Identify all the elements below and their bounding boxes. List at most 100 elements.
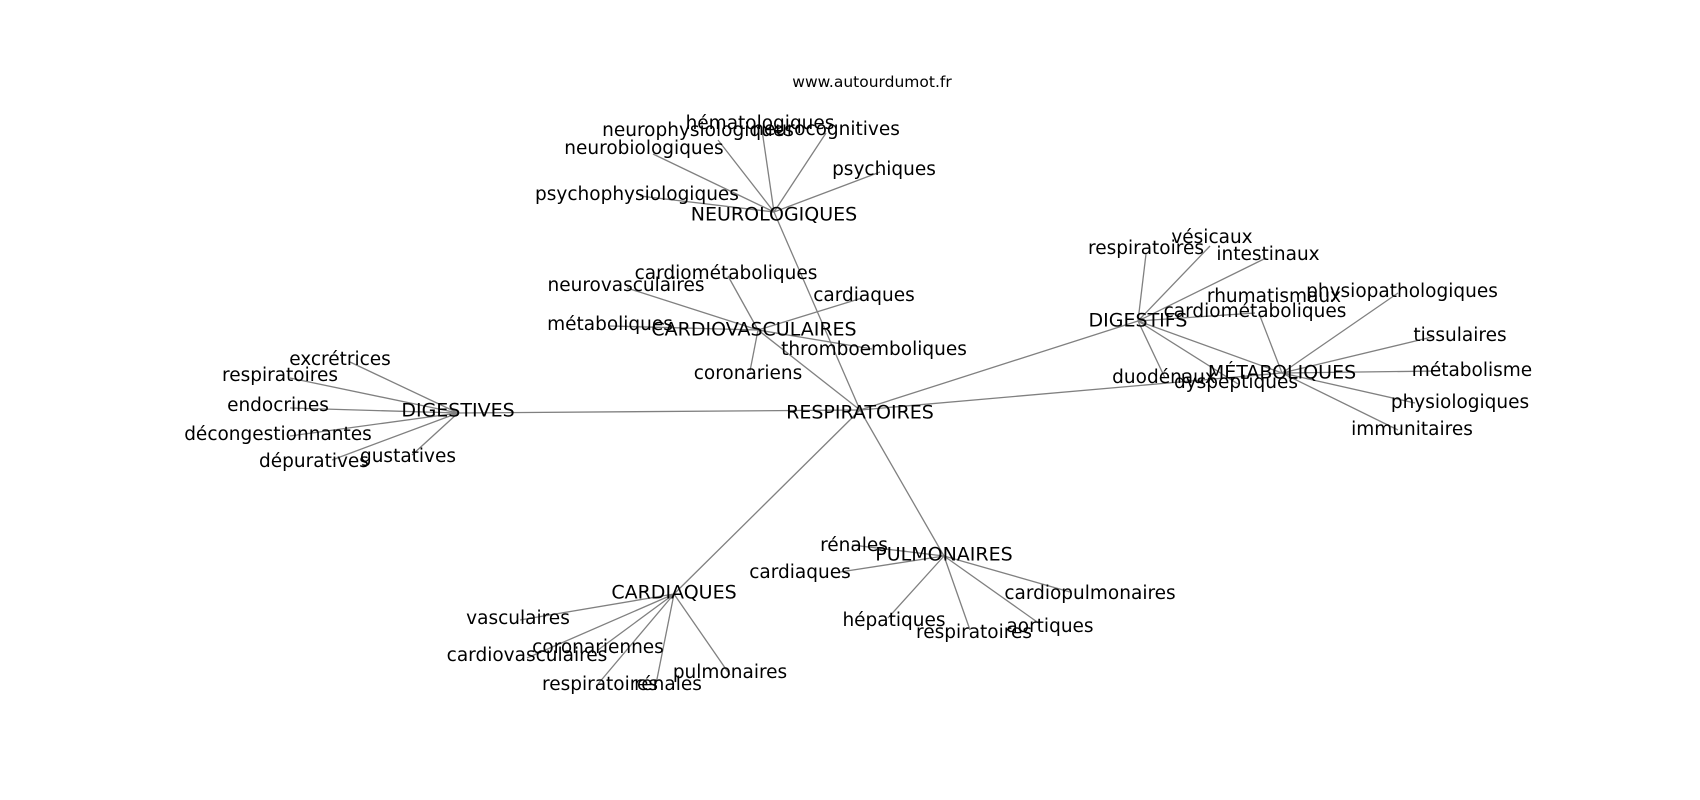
node-m-physiopathologiques: physiopathologiques <box>1306 281 1498 302</box>
edge-m-tissulaires <box>1281 336 1433 374</box>
node-cv-cardiometaboliques: cardiométaboliques <box>635 263 818 284</box>
edge-m-immunitaires <box>1281 372 1399 431</box>
node-cardiovasculaires: CARDIOVASCULAIRES <box>651 319 856 341</box>
node-c-cardiovasculaires: cardiovasculaires <box>447 645 608 666</box>
edge-cv-cardiaques <box>757 297 863 331</box>
edge-neuro-neurobiologiques <box>652 153 775 213</box>
edge-neuro-psychiques <box>773 171 881 213</box>
node-m-metabolisme: métabolisme <box>1412 360 1532 381</box>
node-m-rhumatismaux: rhumatismaux <box>1207 286 1341 307</box>
edge-m-physiopathologiques <box>1281 292 1399 374</box>
node-dv-respiratoires: respiratoires <box>222 365 338 386</box>
node-psychophysiologiques: psychophysiologiques <box>535 184 739 205</box>
node-psychiques: psychiques <box>832 159 936 180</box>
edge-digestifs-metaboliques <box>1137 320 1283 374</box>
edge-m-rhumatismaux <box>1259 315 1283 374</box>
node-hematologiques: hématologiques <box>686 113 835 134</box>
node-p-cardiaques: cardiaques <box>749 562 851 583</box>
edge-respiratoires-digestives <box>457 409 861 414</box>
edge-dv-endocrines <box>289 407 459 414</box>
node-df-vesicaux: vésicaux <box>1171 227 1252 248</box>
node-cv-thromboemboliques: thromboemboliques <box>781 339 967 360</box>
node-neurocognitives: neurocognitives <box>752 119 900 140</box>
node-neurophysiologiques: neurophysiologiques <box>602 120 794 141</box>
edge-cv-metaboliques <box>609 325 759 331</box>
node-cv-cardiaques: cardiaques <box>813 285 915 306</box>
node-p-respiratoires: respiratoires <box>916 622 1032 643</box>
edge-m-metabolisme <box>1281 370 1441 374</box>
edge-df-intestinaux <box>1137 257 1267 322</box>
node-neurologiques: NEUROLOGIQUES <box>691 204 857 226</box>
node-df-duodenaux: duodénaux <box>1112 367 1216 388</box>
edge-dv-excretrices <box>349 361 459 414</box>
edge-p-cardiaques <box>839 555 945 573</box>
edge-respiratoires-cardiovasculaires <box>757 329 861 411</box>
edge-c-renales <box>655 593 675 685</box>
node-cv-neurovasculaires: neurovasculaires <box>547 275 704 296</box>
edge-df-respiratoires <box>1137 253 1147 322</box>
node-dv-excretrices: excrétrices <box>289 349 391 370</box>
edge-neuro-neurocognitives <box>773 132 827 213</box>
node-dv-gustatives: gustatives <box>360 446 456 467</box>
node-p-aortiques: aortiques <box>1006 616 1093 637</box>
node-digestifs: DIGESTIFS <box>1089 310 1188 332</box>
node-p-cardiopulmonaires: cardiopulmonaires <box>1004 583 1175 604</box>
edge-cv-neurovasculaires <box>626 287 759 331</box>
node-dv-decongestionnantes: décongestionnantes <box>184 424 372 445</box>
node-m-immunitaires: immunitaires <box>1351 419 1473 440</box>
node-cv-metaboliques: métaboliques <box>547 314 673 335</box>
edges <box>289 129 1441 685</box>
node-p-hepatiques: hépatiques <box>842 610 945 631</box>
node-c-pulmonaires: pulmonaires <box>673 662 787 683</box>
edge-c-vasculaires <box>519 593 675 621</box>
node-metaboliques: MÉTABOLIQUES <box>1208 361 1356 384</box>
node-cardiaques: CARDIAQUES <box>611 582 736 604</box>
edge-p-renales <box>851 544 945 557</box>
node-df-dyspeptiques: dyspeptiques <box>1174 372 1298 393</box>
edge-dv-gustatives <box>411 412 459 456</box>
node-labels: RESPIRATOIRES NEUROLOGIQUES CARDIOVASCUL… <box>184 113 1532 695</box>
node-p-renales: rénales <box>820 535 888 556</box>
node-c-respiratoires: respiratoires <box>542 674 658 695</box>
edge-neuro-hematologiques <box>761 129 775 213</box>
node-c-vasculaires: vasculaires <box>466 608 570 629</box>
edge-c-pulmonaires <box>673 593 731 676</box>
edge-p-hepatiques <box>887 555 945 619</box>
edge-c-coronariennes <box>597 593 675 651</box>
edge-m-physiologiques <box>1281 372 1416 404</box>
node-df-respiratoires: respiratoires <box>1088 238 1204 259</box>
edge-c-respiratoires <box>597 593 675 685</box>
edge-respiratoires-pulmonaires <box>859 409 945 557</box>
edge-df-vesicaux <box>1137 245 1211 322</box>
node-pulmonaires: PULMONAIRES <box>875 544 1012 566</box>
edge-dv-decongestionnantes <box>289 412 459 437</box>
node-c-coronariennes: coronariennes <box>532 637 664 658</box>
node-m-tissulaires: tissulaires <box>1413 325 1506 346</box>
edge-df-cardiometaboliques <box>1137 312 1256 322</box>
credit-text: www.autourdumot.fr <box>792 73 952 91</box>
edge-respiratoires-neurologiques <box>773 211 861 411</box>
node-neurobiologiques: neurobiologiques <box>564 138 723 159</box>
edge-df-duodenaux <box>1137 320 1166 379</box>
node-df-cardiometaboliques: cardiométaboliques <box>1164 301 1347 322</box>
edge-cv-coronariens <box>749 329 759 372</box>
edge-dv-depuratives <box>331 412 459 461</box>
edge-p-aortiques <box>943 555 1041 625</box>
edge-c-cardiovasculaires <box>526 593 675 659</box>
edge-dv-respiratoires <box>289 377 459 414</box>
edge-cv-cardiometaboliques <box>727 275 759 331</box>
edge-respiratoires-cardiaques <box>673 409 861 595</box>
edge-cv-thromboemboliques <box>757 329 873 350</box>
node-c-renales: rénales <box>634 674 702 695</box>
node-respiratoires-center: RESPIRATOIRES <box>786 402 934 424</box>
edge-neuro-psychophysiologiques <box>639 195 775 213</box>
edge-neuro-neurophysiologiques <box>717 139 775 213</box>
node-digestives: DIGESTIVES <box>401 400 514 422</box>
edge-p-respiratoires <box>943 555 971 631</box>
edge-p-cardiopulmonaires <box>943 555 1071 593</box>
node-m-physiologiques: physiologiques <box>1391 392 1529 413</box>
edge-respiratoires-metaboliques <box>859 372 1283 411</box>
node-cv-coronariens: coronariens <box>694 363 803 384</box>
edge-df-dyspeptiques <box>1137 320 1239 385</box>
